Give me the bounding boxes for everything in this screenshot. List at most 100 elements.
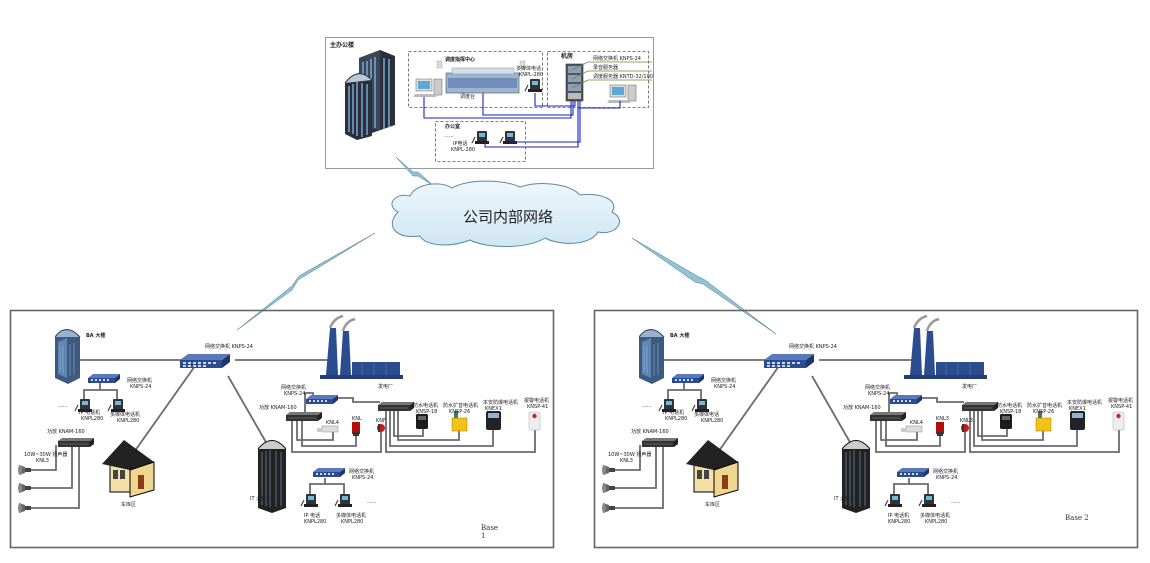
device-label: KNL3: [960, 418, 973, 424]
strobe-icon: [377, 424, 385, 432]
it-mm-phone-name: 多媒体电话机: [920, 513, 951, 519]
hq-frame: [325, 37, 654, 169]
it-ip-phone-name: IP 电话: [304, 513, 321, 519]
office-title: 办公室: [445, 124, 461, 130]
phone-0-model: KNSP-18: [416, 409, 438, 415]
ba-switch-icon: [88, 374, 120, 383]
phone-3-model: KNSP-41: [1111, 404, 1133, 410]
office-ip-phone-model: KNPL-280: [451, 147, 476, 153]
core-switch-label: 网络交换机 KNPS-24: [789, 344, 837, 350]
amp-icon: [57, 437, 95, 448]
base-label: Base 2: [1065, 514, 1089, 522]
beacon-icon: [352, 422, 360, 436]
it-switch-icon: [313, 468, 345, 477]
office-ip-phone-name: IP电话: [453, 141, 468, 147]
plant-label: 发电厂: [378, 384, 394, 390]
speaker-icon: [18, 465, 31, 475]
ba-mm-phone-model: KNPL280: [117, 418, 140, 424]
device-label: KNF: [376, 418, 386, 424]
phone-3-model: KNSP-41: [527, 404, 549, 410]
phone-1-name: 防水扩音电话机: [443, 403, 479, 409]
ba-ip-phone-model: KNPL280: [665, 416, 688, 422]
it-switch-model: KNPS-24: [352, 475, 374, 481]
it-ellipsis: ......: [367, 499, 377, 505]
speakers-model: KNL3: [36, 458, 49, 464]
phone-2-name: 本安防爆电话机: [1067, 400, 1103, 406]
server-rack-icon: [565, 63, 584, 102]
ba-mm-phone-icon: [107, 398, 126, 413]
base-2-frame: [593, 309, 1139, 549]
ba-ip-phone-model: KNPL280: [81, 416, 104, 422]
it-mm-phone-icon: [334, 493, 353, 508]
it-ellipsis: ......: [951, 499, 961, 505]
ba-ip-phone-name: IP 电话机: [663, 410, 685, 416]
plant-switch-model: KNPS-24: [868, 391, 890, 397]
network-label: 公司内部网络: [463, 208, 554, 226]
ba-building-label: BA 大楼: [670, 333, 690, 339]
explosion-proof-phone-icon: [486, 411, 501, 430]
base-1-frame: [9, 309, 555, 549]
it-switch-model: KNPS-24: [936, 475, 958, 481]
phone-0-name: 防水电话机: [997, 403, 1023, 409]
wan-links: [236, 156, 777, 335]
it-switch-name: 网络交换机: [349, 469, 375, 475]
waterproof-phone-icon: [416, 414, 428, 429]
phone-0-model: KNSP-18: [1000, 409, 1022, 415]
loudspeaker-phone-icon: [451, 411, 468, 432]
console-label: 调度台: [460, 94, 476, 100]
ba-mm-phone-model: KNPL280: [701, 418, 724, 424]
plant-switch-name: 网络交换机: [281, 385, 307, 391]
device-label: KNL4: [326, 420, 339, 426]
base-label: Base 1: [481, 524, 499, 540]
amp-label: 功放 KNAM-160: [631, 429, 669, 435]
machine-item-2: 调度服务器 KNTD-32/100: [593, 74, 653, 80]
hq-title: 主办公楼: [330, 42, 355, 49]
dispatch-center-title: 调度指挥中心: [445, 57, 476, 63]
power-plant-icon: [320, 314, 403, 379]
plant-switch-model: KNPS-24: [284, 391, 306, 397]
phone-0-name: 防水电话机: [413, 403, 439, 409]
ba-building-label: BA 大楼: [86, 333, 106, 339]
plant-amp-icon: [285, 411, 323, 422]
device-label: KNL3: [936, 416, 949, 422]
alarm-phone-icon: [528, 411, 541, 431]
phone-3-name: 报警电话机: [1108, 398, 1134, 404]
mm-phone-model: KNPL-280: [519, 72, 544, 78]
ba-switch-model: KNPS-24: [130, 384, 152, 390]
phone-1-model: KNSP-26: [1033, 409, 1055, 415]
ba-ip-phone-name: IP 电话机: [79, 410, 101, 416]
device-label: KNL: [352, 416, 362, 422]
ba-mm-phone-name: 多媒体电话机: [110, 412, 141, 418]
it-mm-phone-name: 多媒体电话机: [336, 513, 367, 519]
ba-ellipsis: ......: [642, 403, 652, 409]
ba-switch-name: 网络交换机: [711, 378, 737, 384]
garage-icon: [102, 440, 155, 498]
plant-label: 发电厂: [962, 384, 978, 390]
machine-item-0: 网络交换机 KNPS-24: [593, 56, 641, 62]
phone-1-name: 防水扩音电话机: [1027, 403, 1063, 409]
it-building-label: IT 大楼: [834, 496, 851, 502]
it-ip-phone-model: KNPL280: [304, 519, 327, 525]
it-mm-phone-model: KNPL280: [341, 519, 364, 525]
lightning-base2-icon: [631, 237, 777, 335]
speaker-icon: [18, 483, 31, 493]
it-building-label: IT 大楼: [250, 496, 267, 502]
machine-item-1: 录音服务器: [593, 65, 619, 71]
garage-label: 车库区: [705, 502, 721, 508]
machine-room-title: 机房: [561, 53, 574, 60]
office-ellipsis: ......: [444, 133, 454, 139]
plant-amp-label: 功放 KNAM-160: [259, 405, 297, 411]
phone-3-name: 报警电话机: [524, 398, 550, 404]
ba-ellipsis: ......: [58, 403, 68, 409]
cloud-icon: [391, 180, 620, 247]
core-switch-label: 网络交换机 KNPS-24: [205, 344, 253, 350]
speaker-icon: [18, 503, 31, 513]
speakers-name: 10W~30W 扬声器: [608, 452, 652, 458]
camera-icon: [317, 425, 339, 433]
plant-hub-icon: [377, 401, 415, 412]
device-label: KNL4: [910, 420, 923, 426]
hq-building-icon: [344, 50, 395, 140]
it-building-icon: [257, 440, 287, 513]
it-switch-name: 网络交换机: [933, 469, 959, 475]
